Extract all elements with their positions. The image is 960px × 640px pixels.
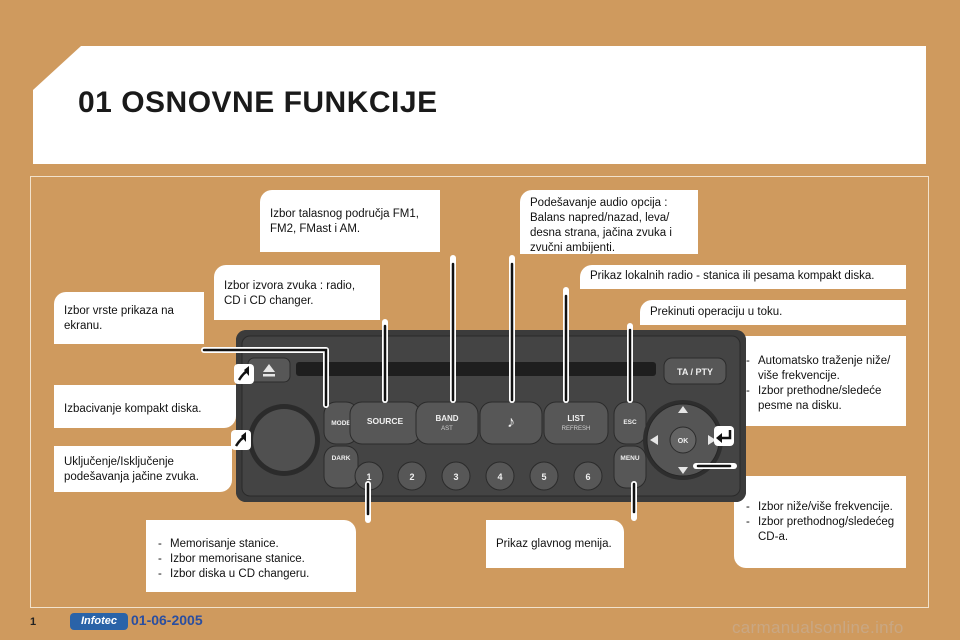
ta-pty-button[interactable]: TA / PTY xyxy=(663,357,727,385)
watermark: carmanualsonline.info xyxy=(732,618,904,637)
footer-date: 01-06-2005 xyxy=(131,612,203,628)
mode-label: MODE xyxy=(331,420,351,427)
preset-label: 3 xyxy=(453,472,458,482)
radio-unit: TA / PTY MODE DARK SOURCE BAND AST xyxy=(236,330,746,502)
preset-label: 4 xyxy=(497,472,502,482)
preset-label: 5 xyxy=(541,472,546,482)
callout-freq: Izbor niže/više frekvencije. Izbor preth… xyxy=(734,476,906,568)
callout-list: Prikaz lokalnih radio - stanica ili pesa… xyxy=(580,265,906,289)
callout-power: Uključenje/Isključenje podešavanja jačin… xyxy=(54,446,232,492)
down-arrow-icon[interactable] xyxy=(678,467,688,474)
esc-button[interactable]: ESC xyxy=(613,401,647,445)
callout-seek: Automatsko traženje niže/ više frekvenci… xyxy=(734,336,906,426)
dark-label: DARK xyxy=(332,455,351,462)
callout-presets: Memorisanje stanice. Izbor memorisane st… xyxy=(146,520,356,592)
header-card xyxy=(33,46,926,164)
seek-line-1: Automatsko traženje niže/ više frekvenci… xyxy=(744,354,896,384)
preset-button-5[interactable]: 5 xyxy=(529,461,559,491)
content-frame xyxy=(30,176,929,608)
preset-label: 6 xyxy=(585,472,590,482)
ok-label: OK xyxy=(678,438,689,445)
music-note-icon: ♪ xyxy=(507,414,515,431)
preset-label: 1 xyxy=(366,472,371,482)
page-number: 1 xyxy=(30,616,37,628)
infotec-badge: Infotec xyxy=(70,613,128,630)
presets-line-1: Memorisanje stanice. xyxy=(156,537,346,552)
list-button[interactable]: LIST REFRESH xyxy=(543,401,609,445)
band-label: BAND xyxy=(435,414,458,423)
callout-esc: Prekinuti operaciju u toku. xyxy=(640,300,906,325)
freq-line-2: Izbor prethodnog/sledećeg CD-a. xyxy=(744,515,896,545)
band-button[interactable]: BAND AST xyxy=(415,401,479,445)
list-label: LIST xyxy=(567,414,584,423)
freq-line-1: Izbor niže/više frekvencije. xyxy=(744,500,896,515)
volume-knob[interactable] xyxy=(248,404,320,476)
source-button[interactable]: SOURCE xyxy=(349,401,421,445)
callout-source: Izbor izvora zvuka : radio, CD i CD chan… xyxy=(214,265,380,320)
callout-band: Izbor talasnog područja FM1, FM2, FMast … xyxy=(260,190,440,252)
cd-slot xyxy=(296,362,656,376)
left-arrow-icon[interactable] xyxy=(650,435,658,445)
up-arrow-icon[interactable] xyxy=(678,406,688,413)
presets-line-2: Izbor memorisane stanice. xyxy=(156,552,346,567)
source-label: SOURCE xyxy=(367,416,404,426)
page-title: 01 OSNOVNE FUNKCIJE xyxy=(78,86,438,119)
band-sublabel: AST xyxy=(441,426,453,432)
presets-line-3: Izbor diska u CD changeru. xyxy=(156,567,346,582)
eject-button[interactable] xyxy=(247,357,291,383)
callout-menu: Prikaz glavnog menija. xyxy=(486,520,624,568)
dark-button[interactable]: DARK xyxy=(323,445,359,489)
preset-button-6[interactable]: 6 xyxy=(573,461,603,491)
esc-label: ESC xyxy=(623,419,637,426)
nav-pad[interactable]: OK xyxy=(643,400,723,480)
seek-line-2: Izbor prethodne/sledeće pesme na disku. xyxy=(744,384,896,414)
list-sublabel: REFRESH xyxy=(562,426,591,432)
ta-pty-label: TA / PTY xyxy=(677,367,713,377)
preset-label: 2 xyxy=(409,472,414,482)
menu-button[interactable]: MENU xyxy=(613,445,647,489)
right-arrow-icon[interactable] xyxy=(708,435,716,445)
callout-audio: Podešavanje audio opcija : Balans napred… xyxy=(520,190,698,254)
ok-button[interactable] xyxy=(669,426,697,454)
preset-button-2[interactable]: 2 xyxy=(397,461,427,491)
preset-button-4[interactable]: 4 xyxy=(485,461,515,491)
audio-button[interactable]: ♪ xyxy=(479,401,543,445)
menu-label: MENU xyxy=(620,455,639,462)
preset-button-3[interactable]: 3 xyxy=(441,461,471,491)
preset-button-1[interactable]: 1 xyxy=(354,461,384,491)
radio-faceplate: TA / PTY MODE DARK SOURCE BAND AST xyxy=(236,330,746,502)
callout-display: Izbor vrste prikaza na ekranu. xyxy=(54,292,204,344)
callout-eject: Izbacivanje kompakt diska. xyxy=(54,385,236,428)
